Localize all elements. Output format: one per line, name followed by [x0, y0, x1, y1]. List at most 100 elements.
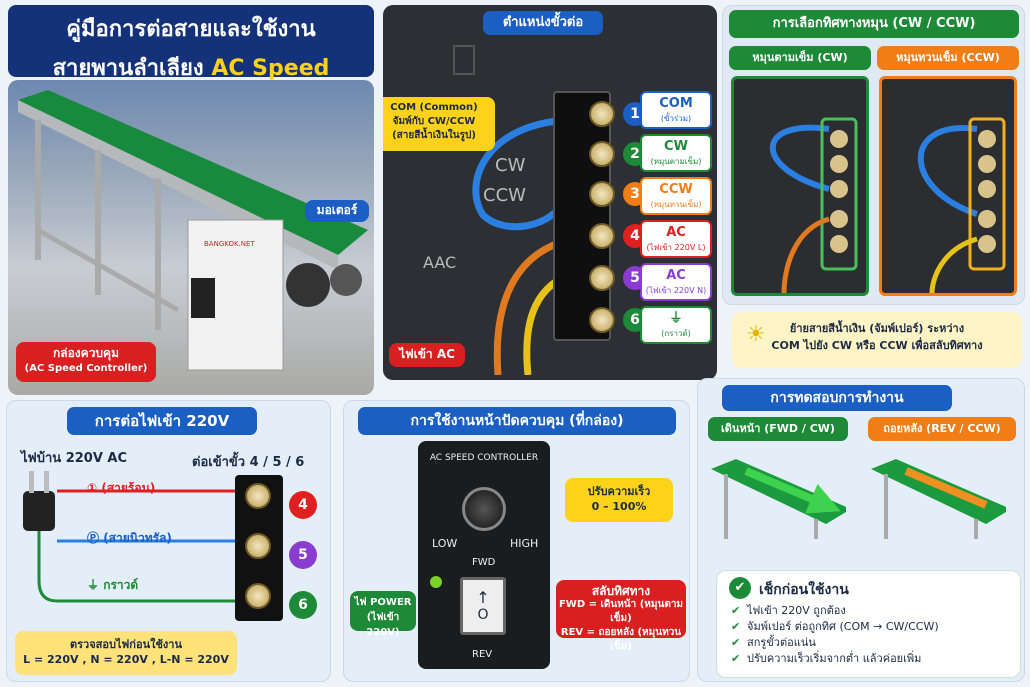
conveyor-photo: มอเตอร์ กล่องควบคุม (AC Speed Controller…: [8, 80, 374, 395]
terminal-label-com: COM (ขั้วร่วม): [640, 91, 712, 129]
terminal-number-4: 4: [289, 491, 317, 519]
screw-icon: [589, 101, 615, 127]
live-label: ① (สายร้อน): [87, 481, 156, 495]
neutral-text: (สายนิวทรัล): [103, 531, 172, 545]
direction-header: การเลือกทิศทางหมุน (CW / CCW): [729, 10, 1019, 38]
label-sub: (ไฟเข้า 220V L): [646, 243, 706, 252]
terminal-label-ac-l: AC(ไฟเข้า 220V L): [640, 220, 712, 258]
terminal-number-5: 5: [289, 541, 317, 569]
terminal-panel: ตำแหน่งขั้วต่อ CW CCW AAC 1 2 3 4 5 6 CO…: [383, 5, 717, 380]
callout-line: COM (Common): [390, 102, 478, 113]
mains-label: ไฟบ้าน 220V AC: [21, 451, 128, 466]
low-label: LOW: [432, 537, 458, 550]
terminal-header: ตำแหน่งขั้วต่อ: [483, 11, 603, 35]
board-ac-label: AAC: [423, 253, 457, 272]
ccw-wiring-photo: [879, 76, 1017, 296]
check-item: ไฟเข้า 220V ถูกต้อง: [731, 603, 939, 619]
check-item: ปรับความเร็วเริ่มจากต่ำ แล้วค่อยเพิ่ม: [731, 651, 939, 667]
box-label: กล่องควบคุม (AC Speed Controller): [16, 342, 156, 382]
screw-icon: [589, 265, 615, 291]
power-in-label: ไฟเข้า AC: [389, 343, 465, 367]
check-line2: L = 220V , N = 220V , L-N = 220V: [23, 653, 229, 666]
label-sub: (ไฟเข้า 220V N): [645, 286, 707, 295]
conveyor-illustration: [18, 90, 368, 371]
switch-tag-line: REV = ถอยหลัง (หมุนทวนเข็ม): [560, 627, 682, 652]
page-title: คู่มือการต่อสายและใช้งาน สายพานลำเลียง A…: [8, 5, 374, 110]
ground-icon: ⏚: [87, 578, 100, 592]
power-led: [430, 576, 442, 588]
live-text: (สายร้อน): [101, 481, 156, 495]
power-header: การต่อไฟเข้า 220V: [67, 407, 257, 435]
box-label-line2: (AC Speed Controller): [24, 363, 148, 374]
neutral-label: Ⓟ (สายนิวทรัล): [87, 531, 172, 545]
label-sub: (หมุนตามเข็ม): [650, 157, 702, 166]
terminal-number-6: 6: [289, 591, 317, 619]
screw-icon: [589, 307, 615, 333]
lightbulb-icon: ☀: [746, 322, 766, 347]
cw-tab: หมุนตามเข็ม (CW): [729, 46, 871, 70]
high-label: HIGH: [510, 537, 539, 550]
terminal-block: [235, 475, 283, 621]
switch-tag-title: สลับทิศทาง: [591, 584, 651, 598]
terminal-label-ac-n: AC (ไฟเข้า 220V N): [640, 263, 712, 301]
rev-label: REV: [472, 649, 493, 660]
terminal-label-cw: CW (หมุนตามเข็ม): [640, 134, 712, 172]
label-sub: (หมุนทวนเข็ม): [650, 200, 702, 209]
callout-line: (สายสีน้ำเงินในรูป): [392, 130, 476, 141]
controller-title: AC SPEED CONTROLLER: [429, 453, 539, 463]
screw-icon: [245, 483, 271, 509]
power-tag-line: (ไฟเข้า 220V): [366, 612, 400, 638]
check-item: สกรูขั้วต่อแน่น: [731, 635, 939, 651]
switch-tag-line: FWD = เดินหน้า (หมุนตามเข็ม): [558, 599, 684, 624]
rev-tab: ถอยหลัง (REV / CCW): [868, 417, 1016, 441]
note-line1: ย้ายสายสีน้ำเงิน (จัมพ์เปอร์) ระหว่าง: [789, 322, 965, 335]
ground-icon: ⏚: [669, 311, 683, 326]
fwd-tab: เดินหน้า (FWD / CW): [708, 417, 848, 441]
screw-icon: [245, 533, 271, 559]
label-title: AC: [666, 268, 686, 283]
fwd-label: FWD: [472, 557, 496, 568]
label-title: COM: [659, 96, 693, 111]
controller-box: AC SPEED CONTROLLER LOW HIGH FWD REV: [418, 441, 550, 669]
terminal-label-ground: ⏚ (กราวด์): [640, 306, 712, 344]
callout-line: จัมพ์กับ CW/CCW: [392, 116, 476, 127]
label-title: CCW: [659, 182, 693, 197]
check-circle-icon: ✔: [729, 577, 751, 599]
terminal-block: [553, 91, 611, 341]
check-title: เช็กก่อนใช้งาน: [759, 582, 849, 598]
label-sub: (กราวด์): [661, 329, 691, 338]
direction-switch[interactable]: ↑O: [460, 577, 506, 635]
pre-use-checklist: ✔ เช็กก่อนใช้งาน ไฟเข้า 220V ถูกต้อง จัม…: [716, 570, 1021, 678]
cw-wiring-photo: [731, 76, 869, 296]
connect-label: ต่อเข้าขั้ว 4 / 5 / 6: [192, 455, 305, 470]
label-sub: (ขั้วร่วม): [660, 114, 692, 123]
direction-panel: การเลือกทิศทางหมุน (CW / CCW) หมุนตามเข็…: [722, 5, 1025, 305]
speed-knob[interactable]: [462, 487, 506, 531]
label-title: CW: [664, 139, 688, 154]
board-ccw-label: CCW: [483, 185, 526, 206]
title-line1: คู่มือการต่อสายและใช้งาน: [66, 17, 316, 42]
note-line2: COM ไปยัง CW หรือ CCW เพื่อสลับทิศทาง: [771, 339, 983, 352]
power-panel: การต่อไฟเข้า 220V ไฟบ้าน 220V AC ต่อเข้า…: [6, 400, 331, 682]
speed-tag-line: ปรับความเร็ว: [587, 485, 651, 498]
check-line1: ตรวจสอบไฟก่อนใช้งาน: [70, 638, 182, 651]
plug-wiring: [23, 471, 242, 603]
ground-text: กราวด์: [103, 578, 139, 592]
screw-icon: [245, 583, 271, 609]
box-label-line1: กล่องควบคุม: [52, 346, 119, 360]
screw-icon: [589, 181, 615, 207]
test-header: การทดสอบการทำงาน: [722, 385, 952, 411]
ground-label: ⏚ กราวด์: [87, 576, 138, 595]
conveyor-rev-icon: [871, 459, 1006, 539]
power-tag-line: ไฟ POWER: [354, 597, 412, 608]
terminal-label-ccw: CCW (หมุนทวนเข็ม): [640, 177, 712, 215]
conveyor-fwd-icon: [711, 459, 846, 539]
board-cw-label: CW: [495, 155, 526, 176]
com-callout: COM (Common) จัมพ์กับ CW/CCW (สายสีน้ำเง…: [383, 97, 495, 151]
screw-icon: [589, 141, 615, 167]
vent: [453, 45, 475, 75]
title-prefix: สายพานลำเลียง: [52, 56, 204, 81]
direction-note: ☀ ย้ายสายสีน้ำเงิน (จัมพ์เปอร์) ระหว่าง …: [732, 312, 1022, 368]
screw-icon: [589, 223, 615, 249]
control-header: การใช้งานหน้าปัดควบคุม (ที่กล่อง): [358, 407, 676, 435]
